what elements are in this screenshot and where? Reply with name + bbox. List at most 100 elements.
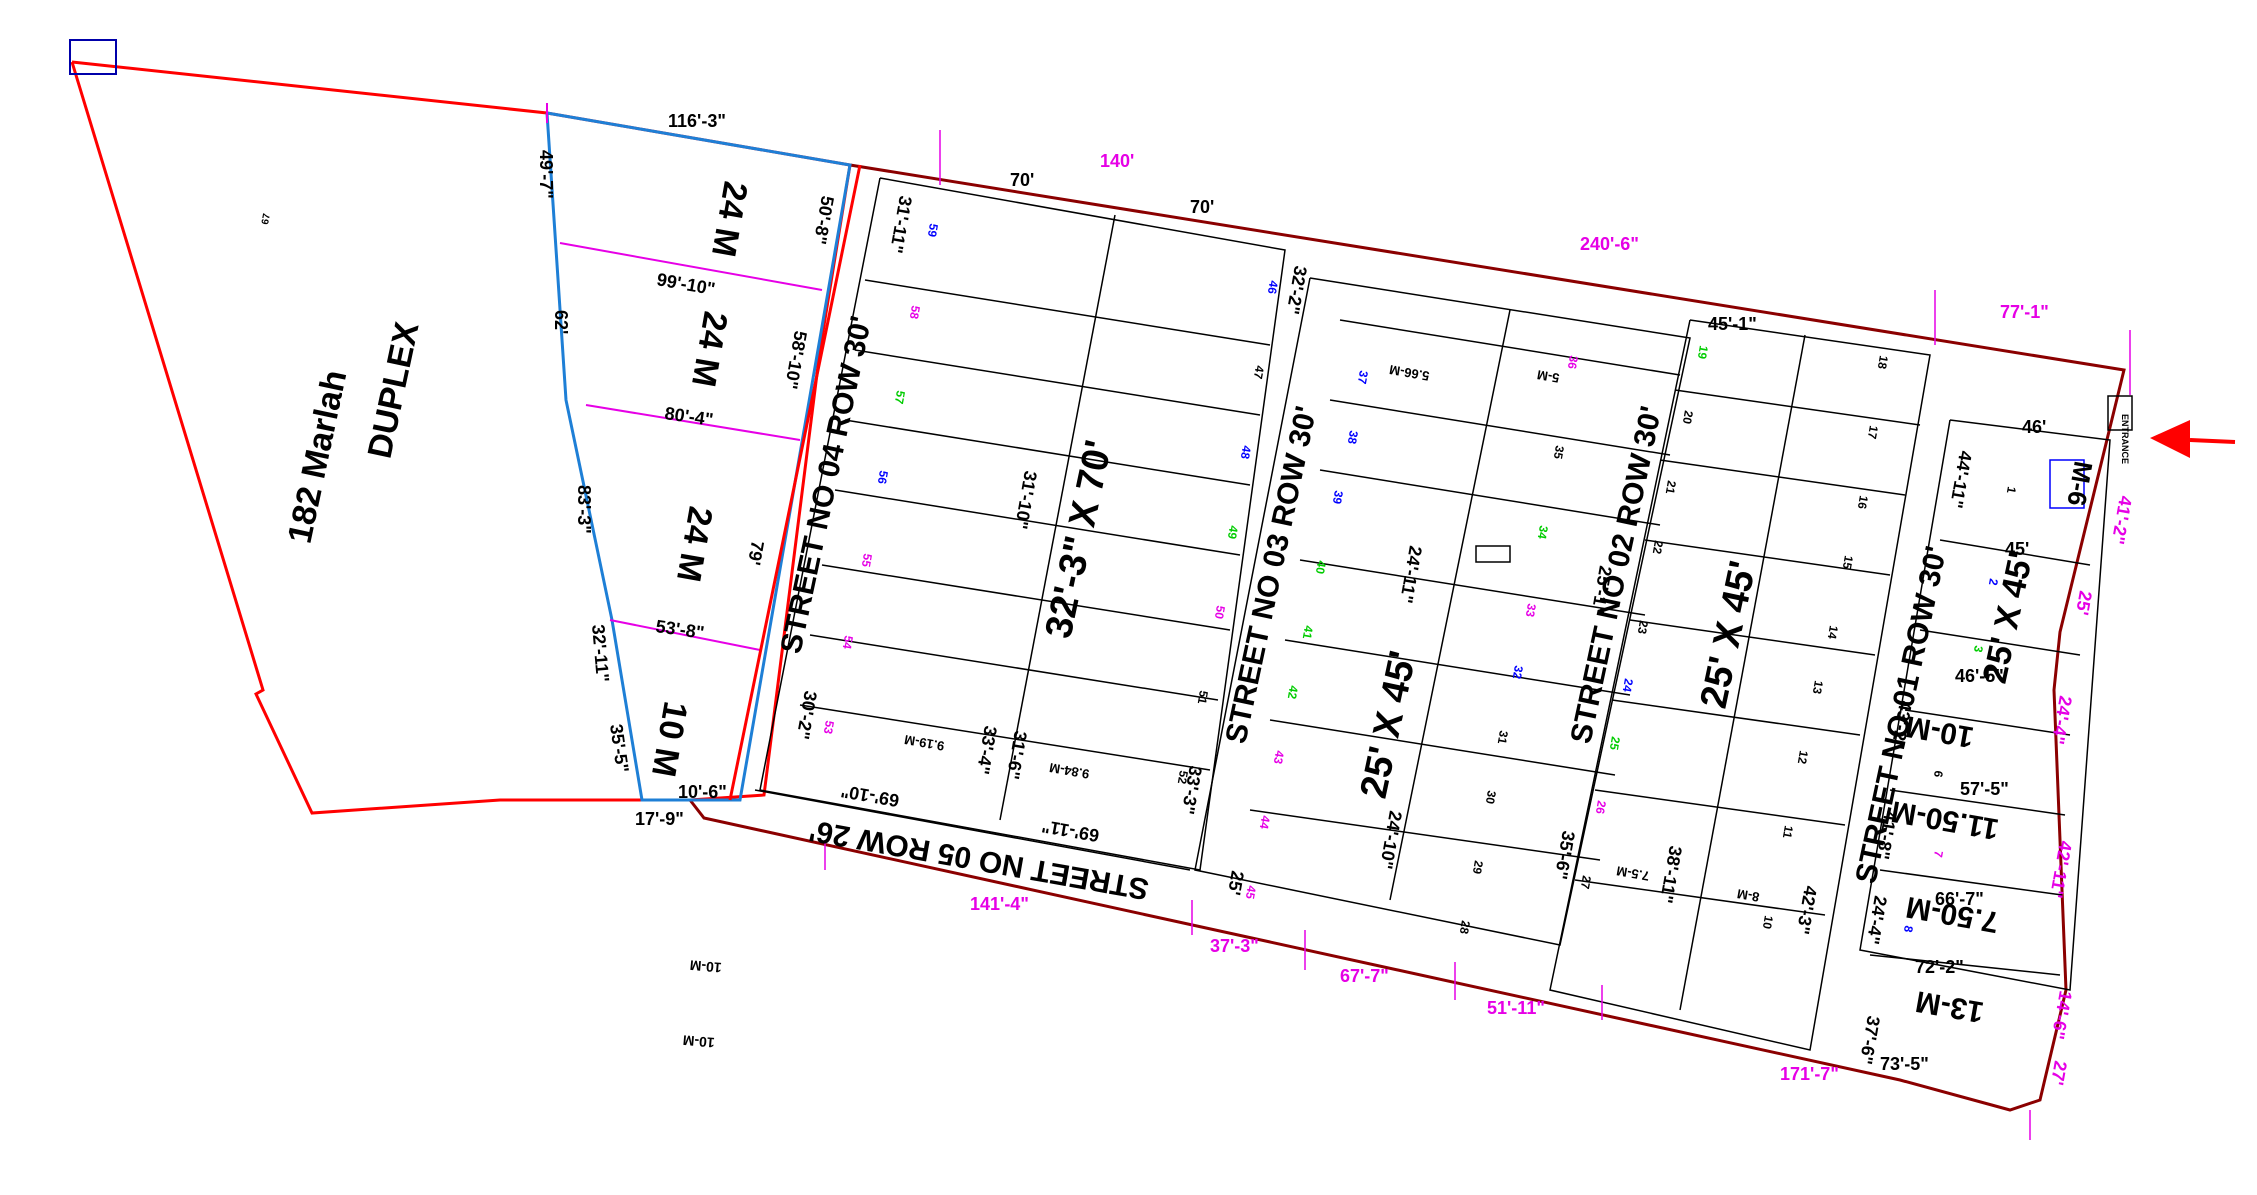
dim-244: 24'-4" [1863, 894, 1891, 946]
dim-538: 53'-8" [654, 616, 705, 643]
dim-1717: 171'-7" [1780, 1064, 1839, 1084]
street-05-line [754, 789, 1191, 871]
block-d-r2 [1919, 629, 2081, 656]
street3-label: STREET NO 03 ROW 30' [1220, 403, 1324, 746]
entrance-label: ENTRANCE [2120, 414, 2130, 464]
dim-3811: 38'-11" [1656, 844, 1686, 904]
dim-2411: 24'-11" [1396, 544, 1426, 604]
plot-35: 35 [1551, 444, 1567, 460]
plot-50: 50 [1212, 604, 1228, 620]
dim-25: 25' [1224, 869, 1248, 896]
plot-47: 47 [1251, 364, 1267, 380]
dim-322: 32'-2" [1283, 264, 1311, 316]
plot-36: 36 [1565, 354, 1581, 370]
block-a-r4 [834, 489, 1241, 556]
block-b-r7 [1249, 809, 1601, 861]
plot-41: 41 [1300, 624, 1316, 640]
plot-21: 21 [1663, 479, 1679, 495]
dimension-ticks [824, 130, 2131, 1140]
divider-2 [585, 404, 801, 441]
dim-9910: 99'-10" [655, 269, 716, 299]
dim-412: 41'-2" [2108, 494, 2136, 546]
plot-24: 24 [1620, 677, 1636, 693]
plot-49: 49 [1225, 524, 1241, 540]
dim-2410: 24'-10" [1376, 809, 1406, 870]
plot-13: 13 [1810, 679, 1826, 695]
block-a-r6 [809, 634, 1219, 701]
grid-lines [754, 177, 2111, 1051]
plot-14: 14 [1825, 624, 1841, 640]
block-c-r3 [1644, 539, 1891, 576]
plot-31: 31 [1495, 729, 1511, 745]
plot-27: 27 [1578, 874, 1594, 890]
dim-2444: 24'-4" [2048, 694, 2076, 746]
plot-15: 15 [1840, 554, 1856, 570]
main-boundary [688, 163, 2126, 1112]
block-d-outline [1859, 419, 2111, 991]
plot-52: 52 [1175, 769, 1191, 785]
plot-43: 43 [1271, 749, 1287, 765]
dim-735: 73'-5" [1880, 1054, 1929, 1074]
dim-116: 116'-3" [668, 111, 726, 131]
dim-70a: 70' [1010, 170, 1034, 190]
block-d-r3 [1904, 709, 2071, 736]
block-b-r3 [1319, 469, 1661, 526]
dim-70b: 70' [1190, 197, 1214, 217]
dim-373: 37'-3" [1210, 936, 1259, 956]
block-d-r5 [1879, 869, 2063, 896]
plot-2: 2 [1986, 577, 2001, 586]
block-c-r2 [1659, 459, 1906, 496]
m1150-label: 11.50-M [1889, 794, 2001, 845]
plot-38: 38 [1345, 429, 1361, 445]
plot-18: 18 [1875, 354, 1891, 370]
block-c-outline [1549, 319, 1931, 1051]
block-a-r7 [799, 704, 1211, 771]
dim-4261: 42'-11" [2046, 839, 2076, 899]
plot-58: 58 [907, 304, 923, 320]
block-b-r5 [1284, 639, 1631, 696]
block-a-r3 [844, 419, 1251, 486]
corner-marker [69, 39, 117, 75]
m984-label: 9.84-M [1048, 760, 1090, 782]
plot-59: 59 [925, 222, 941, 238]
m10c-label: 10-M [689, 957, 722, 976]
plot-45: 45 [1243, 884, 1259, 900]
plot-55: 55 [859, 552, 875, 568]
plot-23: 23 [1635, 619, 1651, 635]
block-a-outline [759, 177, 1286, 871]
dim-461: 46'-5" [1955, 666, 2004, 686]
block-b-r6 [1269, 719, 1616, 776]
plot-numbers: 1 2 3 6 7 8 10 11 12 13 14 15 16 17 18 1… [821, 222, 2019, 935]
divider-1 [559, 242, 823, 291]
divider-3 [609, 619, 761, 651]
dim-106: 10'-6" [678, 782, 727, 802]
dim-6911: 69'-11" [1040, 816, 1100, 846]
dim-79: 79' [744, 539, 768, 566]
dim-27: 27' [2047, 1059, 2071, 1086]
plot-53: 53 [821, 719, 837, 735]
block-b-r2 [1329, 399, 1671, 456]
road-edge [728, 164, 862, 801]
m6-label: M-6 [2061, 459, 2098, 508]
dim-3110: 31'-10" [1011, 469, 1041, 530]
dim-146: 14'-6" [2048, 989, 2076, 1041]
block-c-r1 [1674, 389, 1921, 426]
block-c-r7 [1574, 879, 1826, 916]
dim-25r: 25' [2072, 589, 2096, 616]
m10d-label: 10-M [682, 1032, 715, 1051]
entrance-box [2107, 395, 2133, 431]
dim-451: 45'-1" [1708, 314, 1757, 334]
dim-46: 46' [2022, 417, 2046, 437]
block-c-r5 [1611, 699, 1861, 736]
plot-39: 39 [1330, 489, 1346, 505]
plot-33: 33 [1523, 602, 1539, 618]
street2-label: STREET NO 02 ROW 30' [1565, 403, 1669, 746]
blue-plot-outline [545, 111, 852, 802]
m24b-label: 24 M [684, 309, 735, 390]
dim-302: 30'-2" [793, 689, 821, 741]
plot-44: 44 [1257, 814, 1273, 830]
dim-3211: 32'-11" [588, 624, 613, 683]
plot-16: 16 [1855, 494, 1871, 510]
plot-10: 10 [1760, 914, 1776, 930]
